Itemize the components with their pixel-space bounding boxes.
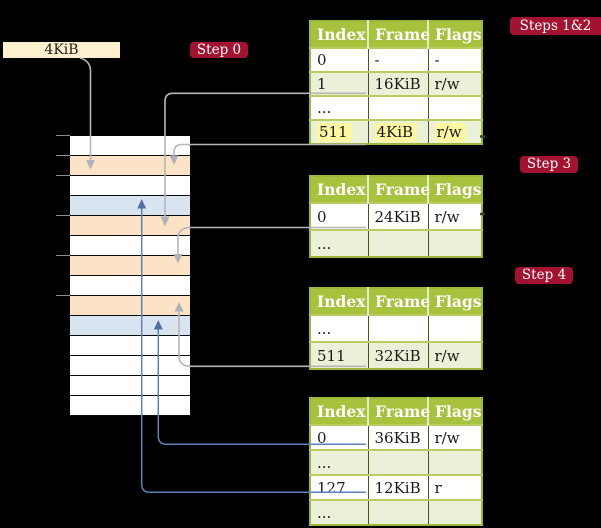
cell-frame: 16KiB [367,71,428,96]
table-header-row: Index Frame Flags [310,288,482,315]
cell-index: ... [310,229,368,257]
col-header-flags: Flags [427,398,482,425]
cell-frame [367,499,428,525]
cell-flags: r/w [427,119,482,144]
page-table-3: Index Frame Flags ... 511 32KiB r/w [309,287,483,370]
memory-row [70,156,190,176]
cell-index: ... [310,449,368,475]
cell-index: 511 [310,119,368,144]
highlight: r/w [434,123,466,142]
physical-memory-stack [70,136,190,416]
cell-flags [427,95,482,120]
frame-boundary-tick [56,295,70,296]
memory-row [70,336,190,356]
col-header-frame: Frame [367,176,430,203]
cell-index: 127 [310,474,368,500]
memory-row [70,276,190,296]
cell-flags: r/w [427,424,482,450]
highlight: 4KiB [374,123,418,142]
badge-step3: Step 3 [520,156,578,173]
col-header-index: Index [310,176,368,203]
memory-row [70,136,190,156]
table-row: 1 16KiB r/w [310,71,482,96]
arrow-t1-entry511-to-frame-4kib [173,143,366,156]
cell-frame [367,449,428,475]
memory-row [70,316,190,336]
cell-frame: 24KiB [367,202,428,230]
col-header-flags: Flags [427,21,482,48]
cell-frame: 4KiB [367,119,428,144]
col-header-flags: Flags [427,176,482,203]
cell-index: 1 [310,71,368,96]
table-row: 0 - - [310,47,482,72]
cell-frame [367,95,428,120]
memory-row [70,356,190,376]
cell-flags: r/w [427,341,482,369]
cell-flags: r/w [427,71,482,96]
frame-boundary-tick [56,175,70,176]
cell-flags: r/w [427,202,482,230]
cell-flags [427,449,482,475]
table-header-row: Index Frame Flags [310,176,482,203]
memory-row [70,396,190,416]
table-row: ... [310,499,482,525]
cell-flags [427,229,482,257]
memory-row [70,196,190,216]
memory-row [70,176,190,196]
frame-boundary-tick [56,135,70,136]
col-header-index: Index [310,288,368,315]
table-row: ... [310,314,482,342]
highlight: 511 [317,123,352,142]
memory-row [70,296,190,316]
table-row: 0 24KiB r/w [310,202,482,230]
cell-flags: r [427,474,482,500]
cell-index: 0 [310,47,368,72]
memory-row [70,236,190,256]
cell-index: 0 [310,202,368,230]
col-header-frame: Frame [367,288,430,315]
memory-row [70,216,190,236]
col-header-index: Index [310,21,368,48]
table-row: ... [310,229,482,257]
badge-step4: Step 4 [515,267,573,284]
frame-size-label: 4KiB [3,42,120,58]
cell-index: ... [310,95,368,120]
table-row: 511 32KiB r/w [310,341,482,369]
cell-index: 0 [310,424,368,450]
table-row: 0 36KiB r/w [310,424,482,450]
cell-frame: - [367,47,428,72]
table-header-row: Index Frame Flags [310,21,482,48]
badge-steps1-2: Steps 1&2 [510,17,601,35]
cell-frame: 36KiB [367,424,428,450]
cell-flags: - [427,47,482,72]
frame-boundary-tick [56,155,70,156]
cell-frame [367,314,428,342]
col-header-frame: Frame [367,398,430,425]
cell-index: 511 [310,341,368,369]
cell-index: ... [310,499,368,525]
cell-frame: 12KiB [367,474,428,500]
col-header-frame: Frame [367,21,430,48]
col-header-index: Index [310,398,368,425]
page-table-2: Index Frame Flags 0 24KiB r/w ... [309,175,483,258]
frame-boundary-tick [56,215,70,216]
cell-flags [427,499,482,525]
col-header-flags: Flags [427,288,482,315]
cell-flags [427,314,482,342]
cell-frame: 32KiB [367,341,428,369]
memory-row [70,376,190,396]
table-row: ... [310,449,482,475]
page-table-4: Index Frame Flags 0 36KiB r/w ... 127 12… [309,397,483,526]
page-table-1: Index Frame Flags 0 - - 1 16KiB r/w ... … [309,20,483,145]
table-header-row: Index Frame Flags [310,398,482,425]
badge-step0: Step 0 [190,42,248,58]
frame-boundary-tick [56,255,70,256]
table-row: 127 12KiB r [310,474,482,500]
table-row: ... [310,95,482,120]
cell-frame [367,229,428,257]
cell-index: ... [310,314,368,342]
memory-row [70,256,190,276]
table-row-highlighted: 511 4KiB r/w [310,119,482,144]
